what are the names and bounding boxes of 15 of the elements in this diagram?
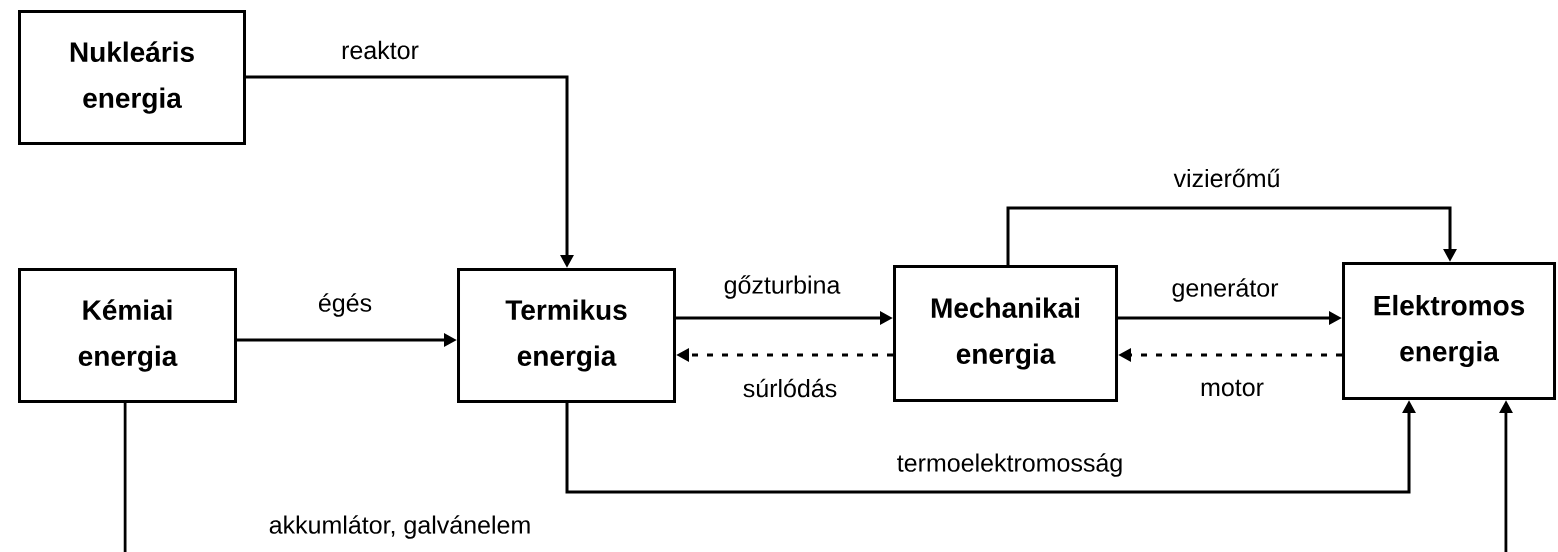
edge-label: súrlódás — [741, 377, 839, 399]
energy-box: Elektromos energia — [1342, 262, 1556, 400]
edge-label: égés — [316, 292, 374, 318]
energy-box: Nukleáris energia — [18, 10, 246, 145]
edge-label: generátor — [1170, 277, 1280, 303]
arrow — [1006, 206, 1457, 265]
edge-label: motor — [1199, 378, 1265, 398]
energy-box: Mechanikai energia — [893, 265, 1118, 402]
energy-box: Termikus energia — [457, 268, 676, 403]
edge-label: vizierőmű — [1172, 167, 1282, 189]
edge-label: termoelektromosság — [895, 452, 1125, 478]
edge-label: reaktor — [340, 39, 420, 61]
edge-label: akkumlátor, galvánelem — [267, 514, 533, 540]
energy-box: Kémiai energia — [18, 268, 237, 403]
edge-label: gőzturbina — [722, 274, 842, 300]
